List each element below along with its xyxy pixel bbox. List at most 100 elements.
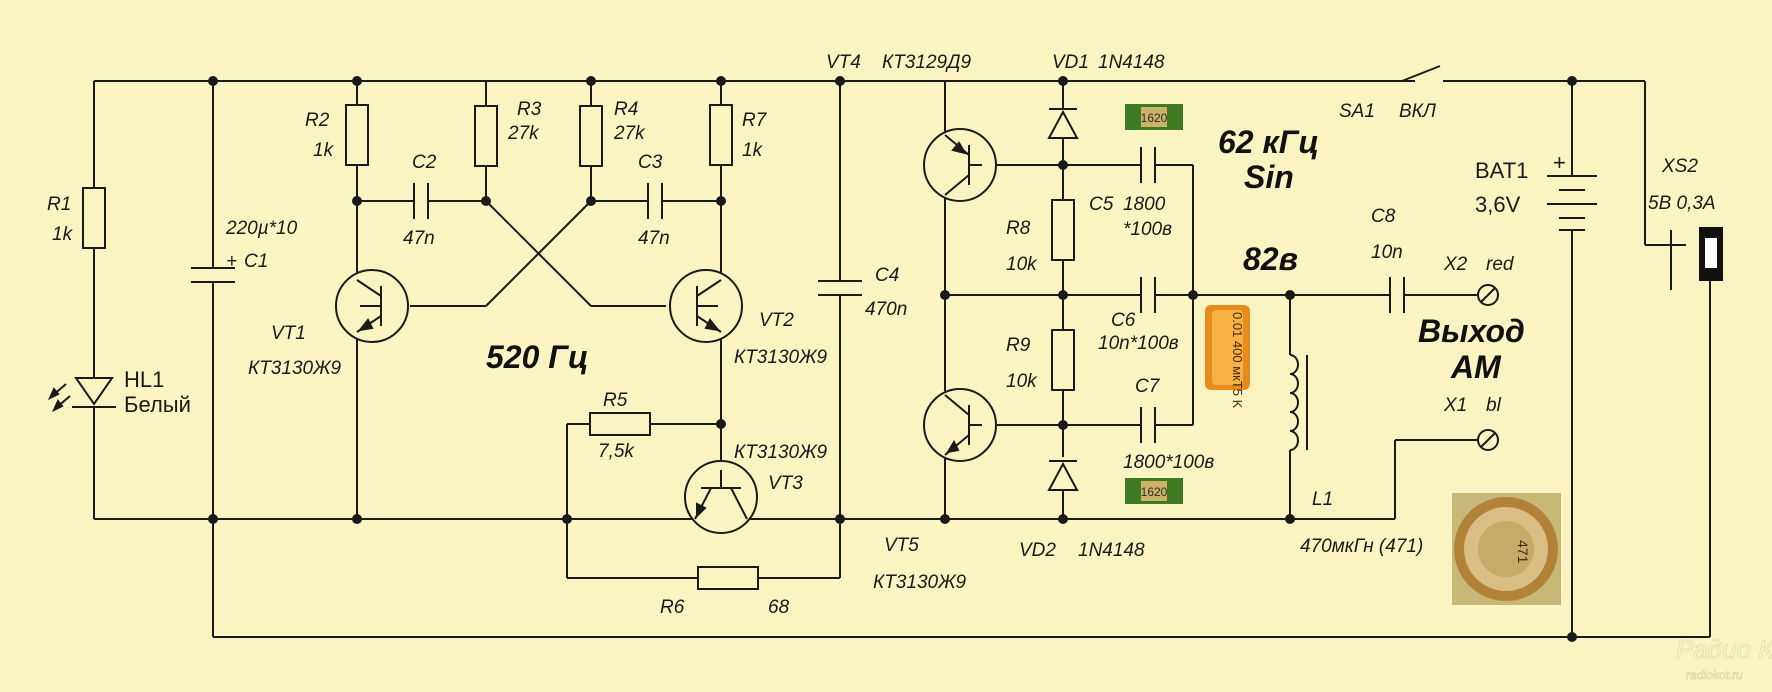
vt3-label: VT3: [768, 473, 803, 494]
cap-chip-photo-2: 1620: [1125, 478, 1183, 504]
vd1-diode: [1047, 108, 1079, 139]
vd2-type: 1N4148: [1078, 540, 1145, 561]
x1-terminal: [1477, 429, 1499, 451]
r4-resistor: [579, 105, 603, 167]
r3-resistor: [474, 105, 498, 167]
freq-high-sub: Sin: [1244, 159, 1294, 195]
r1-value: 1k: [52, 224, 74, 245]
r6-resistor: [697, 566, 759, 590]
vd2-diode: [1047, 460, 1079, 491]
c4-value: 470n: [865, 299, 907, 320]
c5-capacitor: [1140, 147, 1156, 183]
c4-label: C4: [875, 265, 899, 286]
cap-film-photo: 0.01 400 мкТ5 K: [1205, 305, 1250, 409]
r5-resistor: [589, 412, 651, 436]
r9-label: R9: [1006, 335, 1031, 356]
vt1-label: VT1: [271, 323, 306, 344]
c2-value: 47n: [403, 228, 435, 249]
vt4-transistor: [923, 128, 997, 202]
c5-label: C5: [1089, 194, 1114, 215]
r2-value: 1k: [313, 140, 335, 161]
c7-value: 1800*100в: [1123, 452, 1214, 473]
vd1-type: 1N4148: [1098, 52, 1165, 73]
c8-label: C8: [1371, 206, 1396, 227]
c2-capacitor: [413, 183, 429, 219]
x2-terminal: [1477, 284, 1499, 306]
c5-value-2: *100в: [1123, 219, 1172, 240]
xs2-value: 5В 0,3А: [1648, 193, 1716, 214]
l1-value: 470мкГн (471): [1300, 536, 1423, 557]
cap-chip-photo-1: 1620: [1125, 104, 1183, 130]
c1-label: C1: [244, 251, 268, 272]
bat1-value: 3,6V: [1475, 192, 1521, 217]
c1-plus: +: [226, 251, 237, 272]
svg-text:radiokot.ru: radiokot.ru: [1686, 668, 1743, 682]
sa1-value: ВКЛ: [1399, 101, 1437, 122]
c3-capacitor: [647, 183, 663, 219]
freq-high-label: 62 кГц: [1218, 124, 1319, 160]
c8-capacitor: [1389, 277, 1405, 313]
vt2-label: VT2: [759, 310, 794, 331]
r7-label: R7: [742, 110, 768, 131]
r3-label: R3: [517, 99, 542, 120]
x2-label: X2: [1443, 254, 1468, 275]
r1-label: R1: [47, 194, 71, 215]
xs2-connector: [1699, 227, 1723, 281]
r6-label: R6: [660, 597, 685, 618]
vt1-transistor: [335, 269, 409, 343]
output-label: Выход: [1418, 313, 1525, 349]
r9-value: 10k: [1006, 371, 1038, 392]
svg-text:1620: 1620: [1141, 485, 1168, 499]
inductor-photo: 471: [1452, 493, 1561, 605]
r2-resistor: [345, 104, 369, 166]
c8-value: 10n: [1371, 242, 1403, 263]
r7-resistor: [709, 104, 733, 166]
voltage-label: 82в: [1243, 241, 1298, 277]
vt3-transistor: [684, 460, 758, 534]
r4-value: 27k: [613, 123, 646, 144]
c5-value-1: 1800: [1123, 194, 1166, 215]
c7-capacitor: [1140, 407, 1156, 443]
vt1-type: КТ3130Ж9: [248, 358, 341, 379]
r8-label: R8: [1006, 218, 1031, 239]
vt5-transistor: [923, 388, 997, 462]
l1-label: L1: [1312, 489, 1333, 510]
watermark: Радио КОТ radiokot.ru: [1676, 634, 1772, 683]
x1-value: bl: [1486, 395, 1502, 416]
bat1-plus: +: [1553, 150, 1566, 175]
vd2-label: VD2: [1019, 540, 1056, 561]
vt5-type: КТ3130Ж9: [873, 572, 966, 593]
vt2-type: КТ3130Ж9: [734, 347, 827, 368]
wires: [93, 80, 1711, 638]
r4-label: R4: [614, 99, 638, 120]
output-sub: АМ: [1450, 349, 1502, 385]
c3-label: C3: [638, 152, 663, 173]
c6-value: 10n*100в: [1098, 333, 1179, 354]
r5-value: 7,5k: [598, 441, 635, 462]
junction-dots: [208, 76, 1577, 642]
bat1-label: BAT1: [1475, 158, 1528, 183]
hl1-label: HL1: [124, 367, 164, 392]
r8-resistor: [1051, 199, 1075, 261]
component-labels: R1 1k 220µ*10 + C1 HL1 Белый R2 1k R3 27…: [47, 52, 1716, 618]
sa1-label: SA1: [1339, 101, 1375, 122]
c6-capacitor: [1140, 277, 1156, 313]
vt4-label: VT4: [826, 52, 861, 73]
vt2-transistor: [669, 269, 743, 343]
hl1-led: [47, 377, 116, 413]
r9-resistor: [1051, 329, 1075, 391]
r6-value: 68: [768, 597, 790, 618]
svg-text:Радио КОТ: Радио КОТ: [1676, 634, 1772, 664]
vt5-label: VT5: [884, 535, 919, 556]
vd1-label: VD1: [1052, 52, 1089, 73]
vt4-type: КТ3129Д9: [882, 52, 971, 73]
vt3-type: КТ3130Ж9: [734, 442, 827, 463]
c1-capacitor: [191, 267, 235, 283]
sa1-switch: [1401, 65, 1441, 82]
svg-text:0.01 400 мкТ5 K: 0.01 400 мкТ5 K: [1230, 312, 1245, 409]
x2-value: red: [1486, 254, 1515, 275]
r5-label: R5: [603, 390, 628, 411]
x1-label: X1: [1443, 395, 1467, 416]
r8-value: 10k: [1006, 254, 1038, 275]
